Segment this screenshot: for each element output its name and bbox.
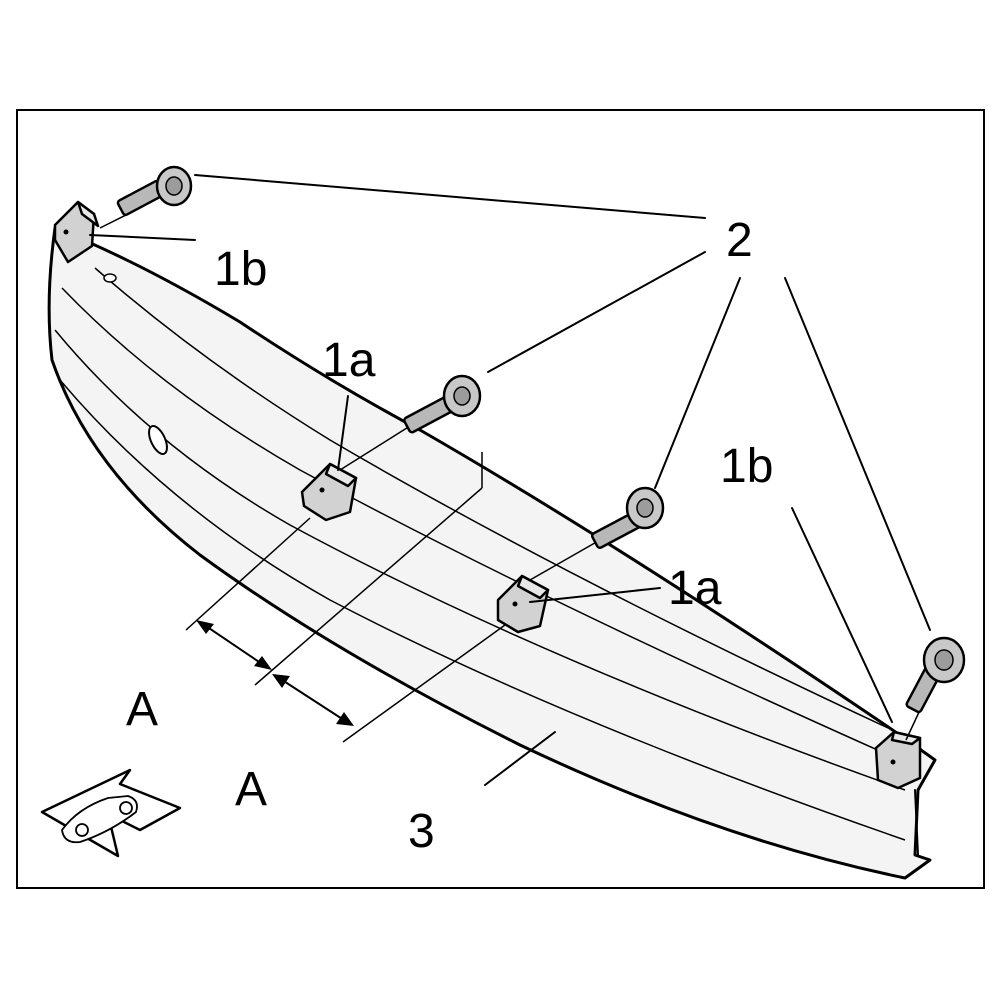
bumper-crease-line-2 (54, 329, 906, 791)
label-screw: 2 (726, 214, 753, 267)
label-dimension-a-2: A (235, 763, 267, 816)
bumper-lower-edge-line (59, 379, 906, 841)
label-bracket-1a-center: 1a (322, 334, 376, 387)
bracket-1a-right (496, 574, 550, 634)
car-direction-arrow-icon (40, 768, 182, 858)
leader-lines (89, 174, 931, 786)
label-bracket-1b-right: 1b (720, 440, 773, 493)
label-bracket-1b-left: 1b (214, 243, 267, 296)
screw-2 (339, 374, 482, 471)
bumper-crease-line-1 (61, 287, 901, 761)
screw-4 (905, 636, 966, 741)
bracket-1b-right (874, 730, 922, 790)
bumper-hole-small (103, 273, 117, 283)
bumper-beam-body (47, 226, 937, 880)
screw-1 (99, 165, 193, 229)
label-bumper-beam: 3 (408, 805, 435, 858)
label-bracket-1a-right: 1a (668, 562, 722, 615)
bracket-1b-left (53, 200, 100, 264)
bumper-hole-large (148, 425, 168, 455)
bumper-rear-flange (914, 789, 919, 856)
screw-3 (529, 486, 665, 581)
label-dimension-a-1: A (126, 683, 158, 736)
bracket-1a-center (300, 462, 358, 522)
bumper-top-edge-line (94, 267, 889, 729)
dimension-lines (185, 452, 506, 743)
bumper-beam (47, 226, 937, 880)
